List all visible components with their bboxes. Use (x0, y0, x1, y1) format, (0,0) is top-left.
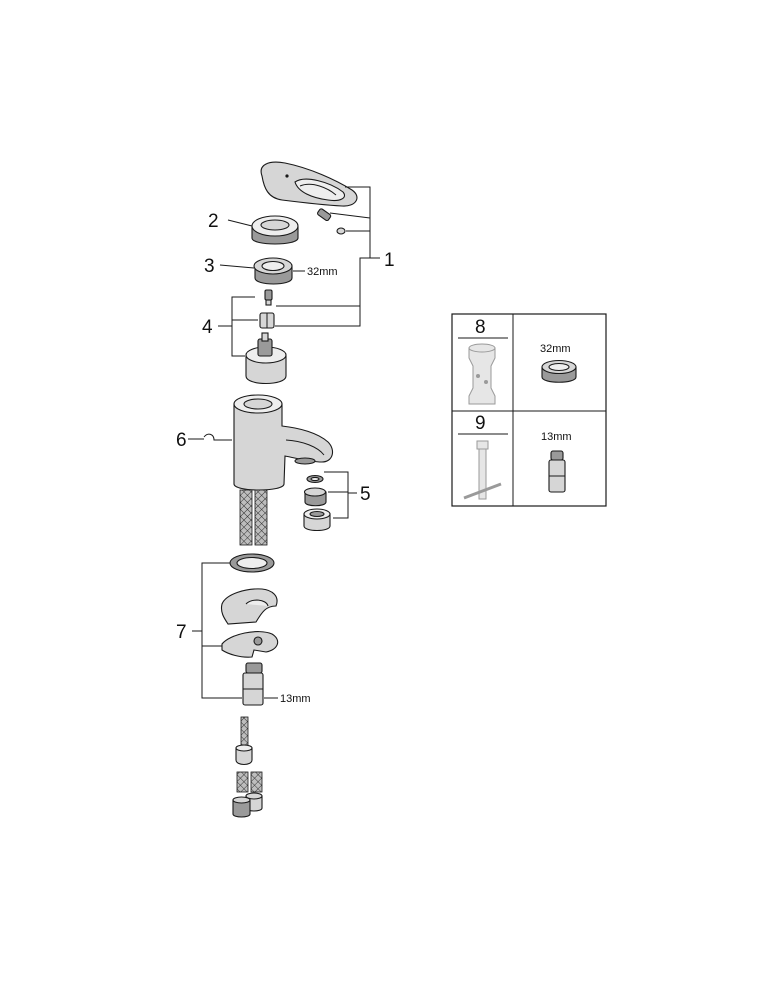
t-handle-key-tool (463, 440, 502, 500)
callout-label-5: 5 (360, 484, 371, 505)
set-screw (317, 208, 332, 222)
screw-cap (336, 227, 346, 235)
tool-9-size: 13mm (541, 431, 572, 443)
aerator-seal (306, 474, 324, 484)
callout-4-leaders (218, 296, 258, 357)
callout-label-6: 6 (176, 430, 187, 451)
callout-3-leader (219, 264, 255, 269)
callout-2-leader (227, 219, 253, 227)
callout-label-7: 7 (176, 622, 187, 643)
threaded-stud (242, 662, 264, 706)
tool-8-cell: 8 32mm (458, 317, 577, 405)
supply-hoses (239, 489, 268, 546)
mounting-plate (220, 588, 278, 625)
callout-label-1: 1 (384, 250, 395, 271)
callout-5-leaders (324, 471, 357, 519)
socket-wrench-tool (468, 343, 496, 405)
hex-stud-13mm (548, 450, 566, 493)
lever-handle (260, 161, 358, 207)
callout-1-leaders (275, 186, 380, 327)
callout-label-3: 3 (204, 256, 215, 277)
tool-9-number: 9 (475, 413, 486, 434)
hex-nut-32mm (541, 359, 577, 383)
tool-9-cell: 9 13mm (458, 413, 572, 500)
aerator-insert (303, 487, 327, 507)
cover-cap (251, 215, 299, 245)
callout-7-leaders (192, 562, 242, 699)
tool-panel (451, 313, 607, 507)
ceramic-cartridge (245, 332, 287, 385)
tool-8-number: 8 (475, 317, 486, 338)
nut-dimension-label: 32mm (307, 266, 338, 278)
o-ring-gasket (229, 553, 275, 573)
faucet-body (233, 394, 334, 491)
cartridge-screw (264, 289, 273, 306)
cartridge-adapter (259, 312, 275, 329)
stud-dimension-label: 13mm (280, 693, 311, 705)
callout-label-4: 4 (202, 317, 213, 338)
pull-rod-end (235, 716, 253, 766)
callout-label-2: 2 (208, 211, 219, 232)
tool-8-size: 32mm (540, 343, 571, 355)
aerator-housing (303, 508, 331, 532)
horseshoe-washer (221, 631, 279, 658)
hex-nut (253, 257, 293, 285)
lift-rod (203, 433, 232, 441)
hose-connectors (232, 771, 263, 818)
